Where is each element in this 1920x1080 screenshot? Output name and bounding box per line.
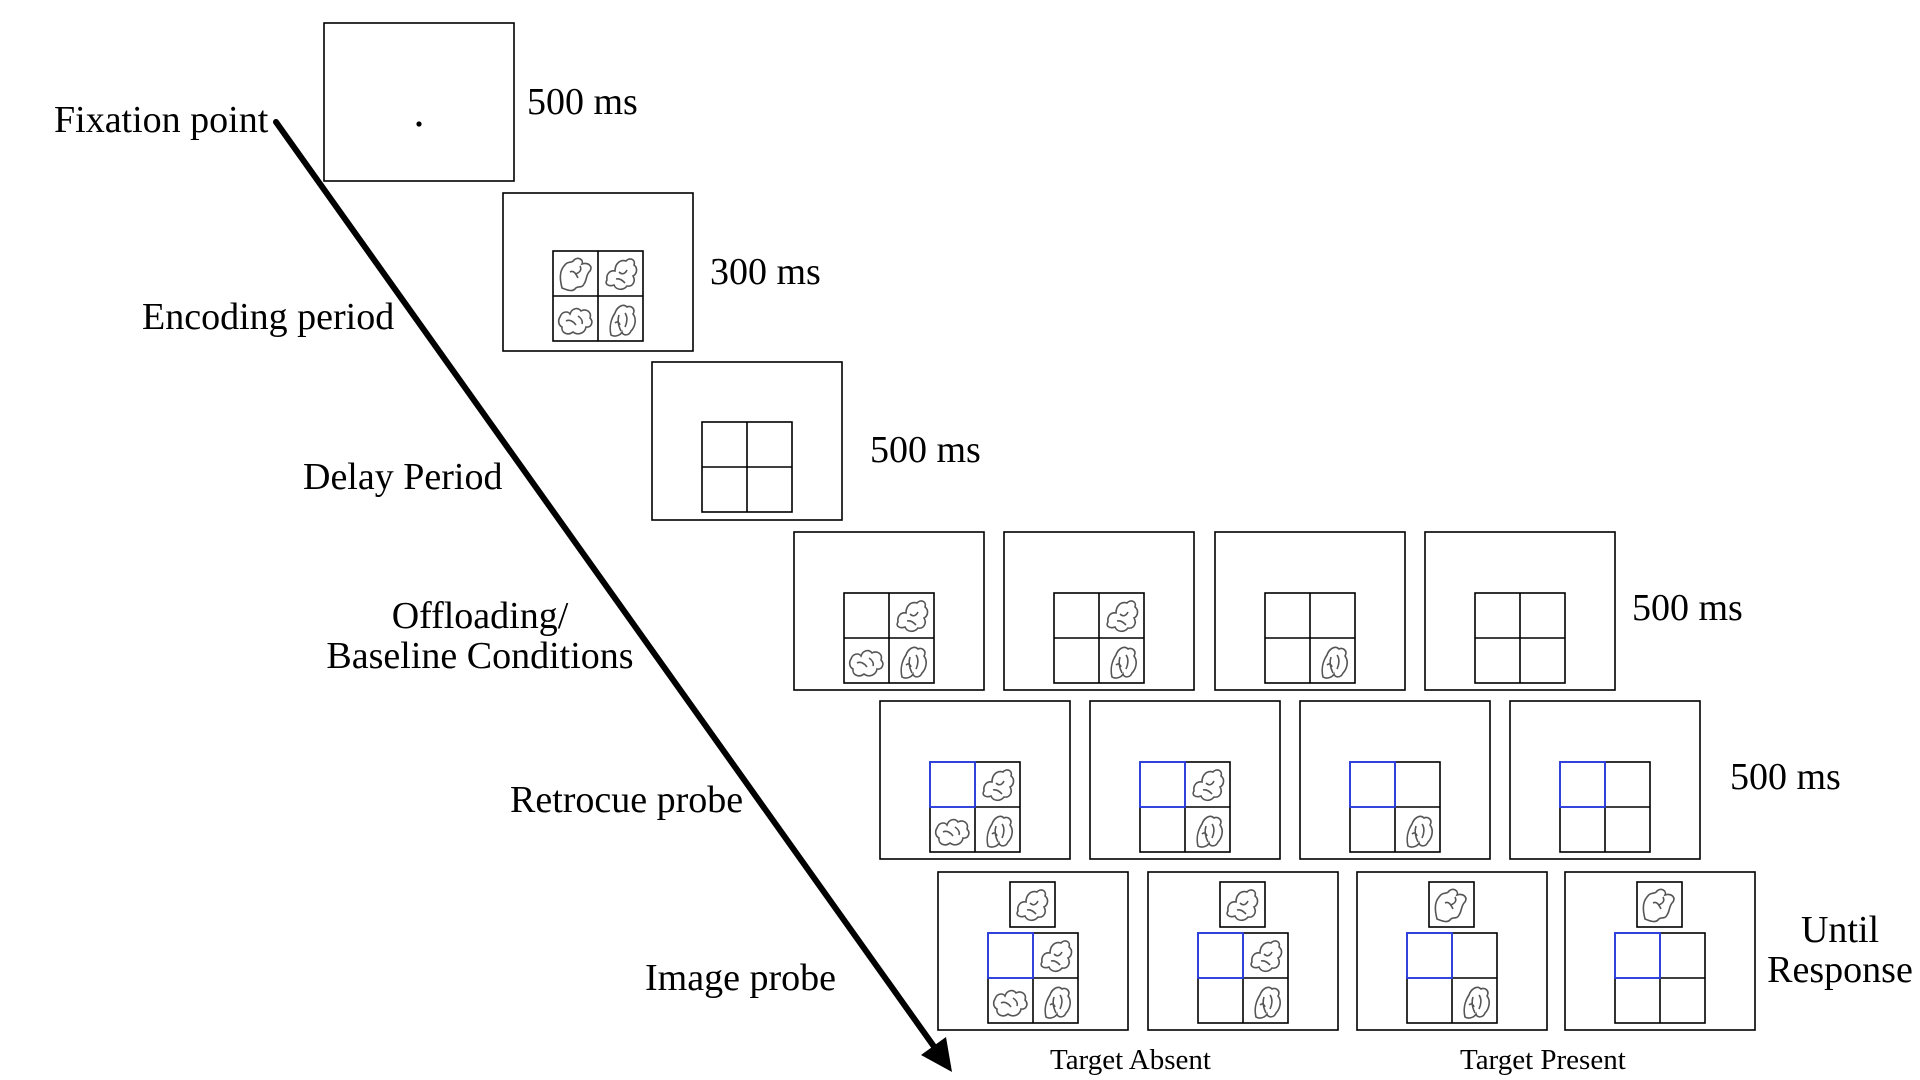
duration-probe-line2: Response bbox=[1767, 949, 1913, 991]
retrocue-highlight bbox=[1139, 761, 1186, 808]
probe-frame-1 bbox=[937, 871, 1129, 1031]
caption-target-present: Target Present bbox=[1460, 1044, 1626, 1076]
probe-box bbox=[1219, 881, 1266, 928]
retrocue-row bbox=[879, 700, 1701, 860]
retrocue-frame-2 bbox=[1089, 700, 1281, 860]
retrocue-highlight bbox=[1349, 761, 1396, 808]
label-encoding: Encoding period bbox=[142, 296, 395, 338]
retrocue-highlight bbox=[1559, 761, 1606, 808]
fixation-dot bbox=[416, 121, 422, 127]
offloading-frame-4 bbox=[1424, 531, 1616, 691]
retrocue-highlight bbox=[1614, 932, 1661, 979]
fixation-frame bbox=[323, 22, 515, 182]
image-probe-row bbox=[937, 871, 1756, 1031]
retrocue-frame-1 bbox=[879, 700, 1071, 860]
retrocue-highlight bbox=[987, 932, 1034, 979]
retrocue-frame-3 bbox=[1299, 700, 1491, 860]
label-offloading: Offloading/ Baseline Conditions bbox=[320, 596, 640, 676]
duration-fixation: 500 ms bbox=[527, 81, 638, 123]
probe-frame-3 bbox=[1356, 871, 1548, 1031]
offloading-row bbox=[793, 531, 1616, 691]
diagonal-arrow-icon bbox=[273, 119, 952, 1072]
label-offloading-line2: Baseline Conditions bbox=[326, 635, 634, 677]
probe-box bbox=[1428, 881, 1475, 928]
probe-box bbox=[1636, 881, 1683, 928]
retrocue-highlight bbox=[929, 761, 976, 808]
stimulus-grid bbox=[552, 250, 644, 342]
duration-probe: Until Response bbox=[1760, 910, 1920, 990]
empty-grid bbox=[701, 421, 793, 513]
label-retrocue: Retrocue probe bbox=[510, 779, 744, 821]
duration-probe-line1: Until bbox=[1800, 909, 1880, 951]
label-fixation: Fixation point bbox=[54, 99, 269, 141]
duration-delay: 500 ms bbox=[870, 429, 981, 471]
delay-frame bbox=[651, 361, 843, 521]
offloading-frame-2 bbox=[1003, 531, 1195, 691]
label-delay: Delay Period bbox=[303, 456, 503, 498]
caption-target-absent: Target Absent bbox=[1050, 1044, 1211, 1076]
duration-offloading: 500 ms bbox=[1632, 587, 1743, 629]
duration-retrocue: 500 ms bbox=[1730, 756, 1841, 798]
duration-encoding: 300 ms bbox=[710, 251, 821, 293]
label-image-probe: Image probe bbox=[645, 957, 836, 999]
encoding-frame bbox=[502, 192, 694, 352]
label-offloading-line1: Offloading/ bbox=[391, 595, 569, 637]
probe-frame-4 bbox=[1564, 871, 1756, 1031]
probe-frame-2 bbox=[1147, 871, 1339, 1031]
retrocue-highlight bbox=[1406, 932, 1453, 979]
retrocue-frame-4 bbox=[1509, 700, 1701, 860]
probe-box bbox=[1009, 881, 1056, 928]
retrocue-highlight bbox=[1197, 932, 1244, 979]
offloading-frame-3 bbox=[1214, 531, 1406, 691]
offloading-frame-1 bbox=[793, 531, 985, 691]
